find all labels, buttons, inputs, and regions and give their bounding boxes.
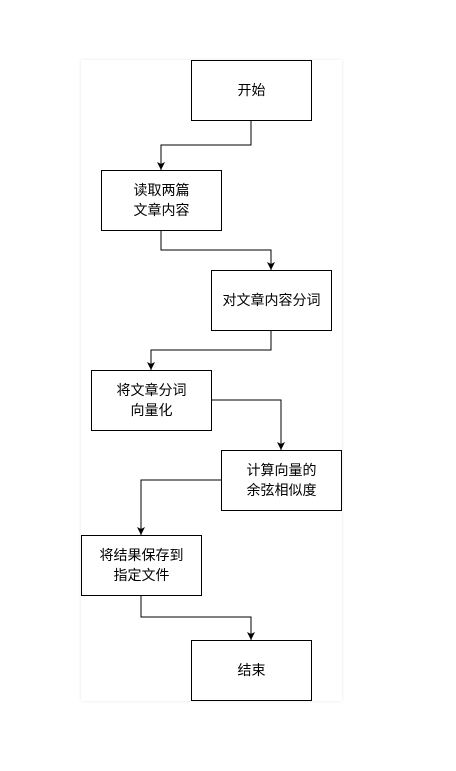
node-vectorize: 将文章分词 向量化 <box>91 370 212 431</box>
node-read-articles-label: 读取两篇 文章内容 <box>133 182 190 219</box>
node-start-label: 开始 <box>237 82 266 99</box>
node-vectorize-label: 将文章分词 向量化 <box>116 382 187 419</box>
node-end-label: 结束 <box>237 662 266 679</box>
node-segment-words-label: 对文章内容分词 <box>222 292 321 309</box>
node-cosine-similarity-label: 计算向量的 余弦相似度 <box>246 462 317 499</box>
node-save-result: 将结果保存到 指定文件 <box>81 535 202 596</box>
node-save-result-label: 将结果保存到 指定文件 <box>99 547 184 584</box>
node-segment-words: 对文章内容分词 <box>211 270 332 331</box>
node-cosine-similarity: 计算向量的 余弦相似度 <box>221 450 342 511</box>
node-end: 结束 <box>191 640 312 701</box>
node-start: 开始 <box>191 60 312 121</box>
node-read-articles: 读取两篇 文章内容 <box>101 170 222 231</box>
